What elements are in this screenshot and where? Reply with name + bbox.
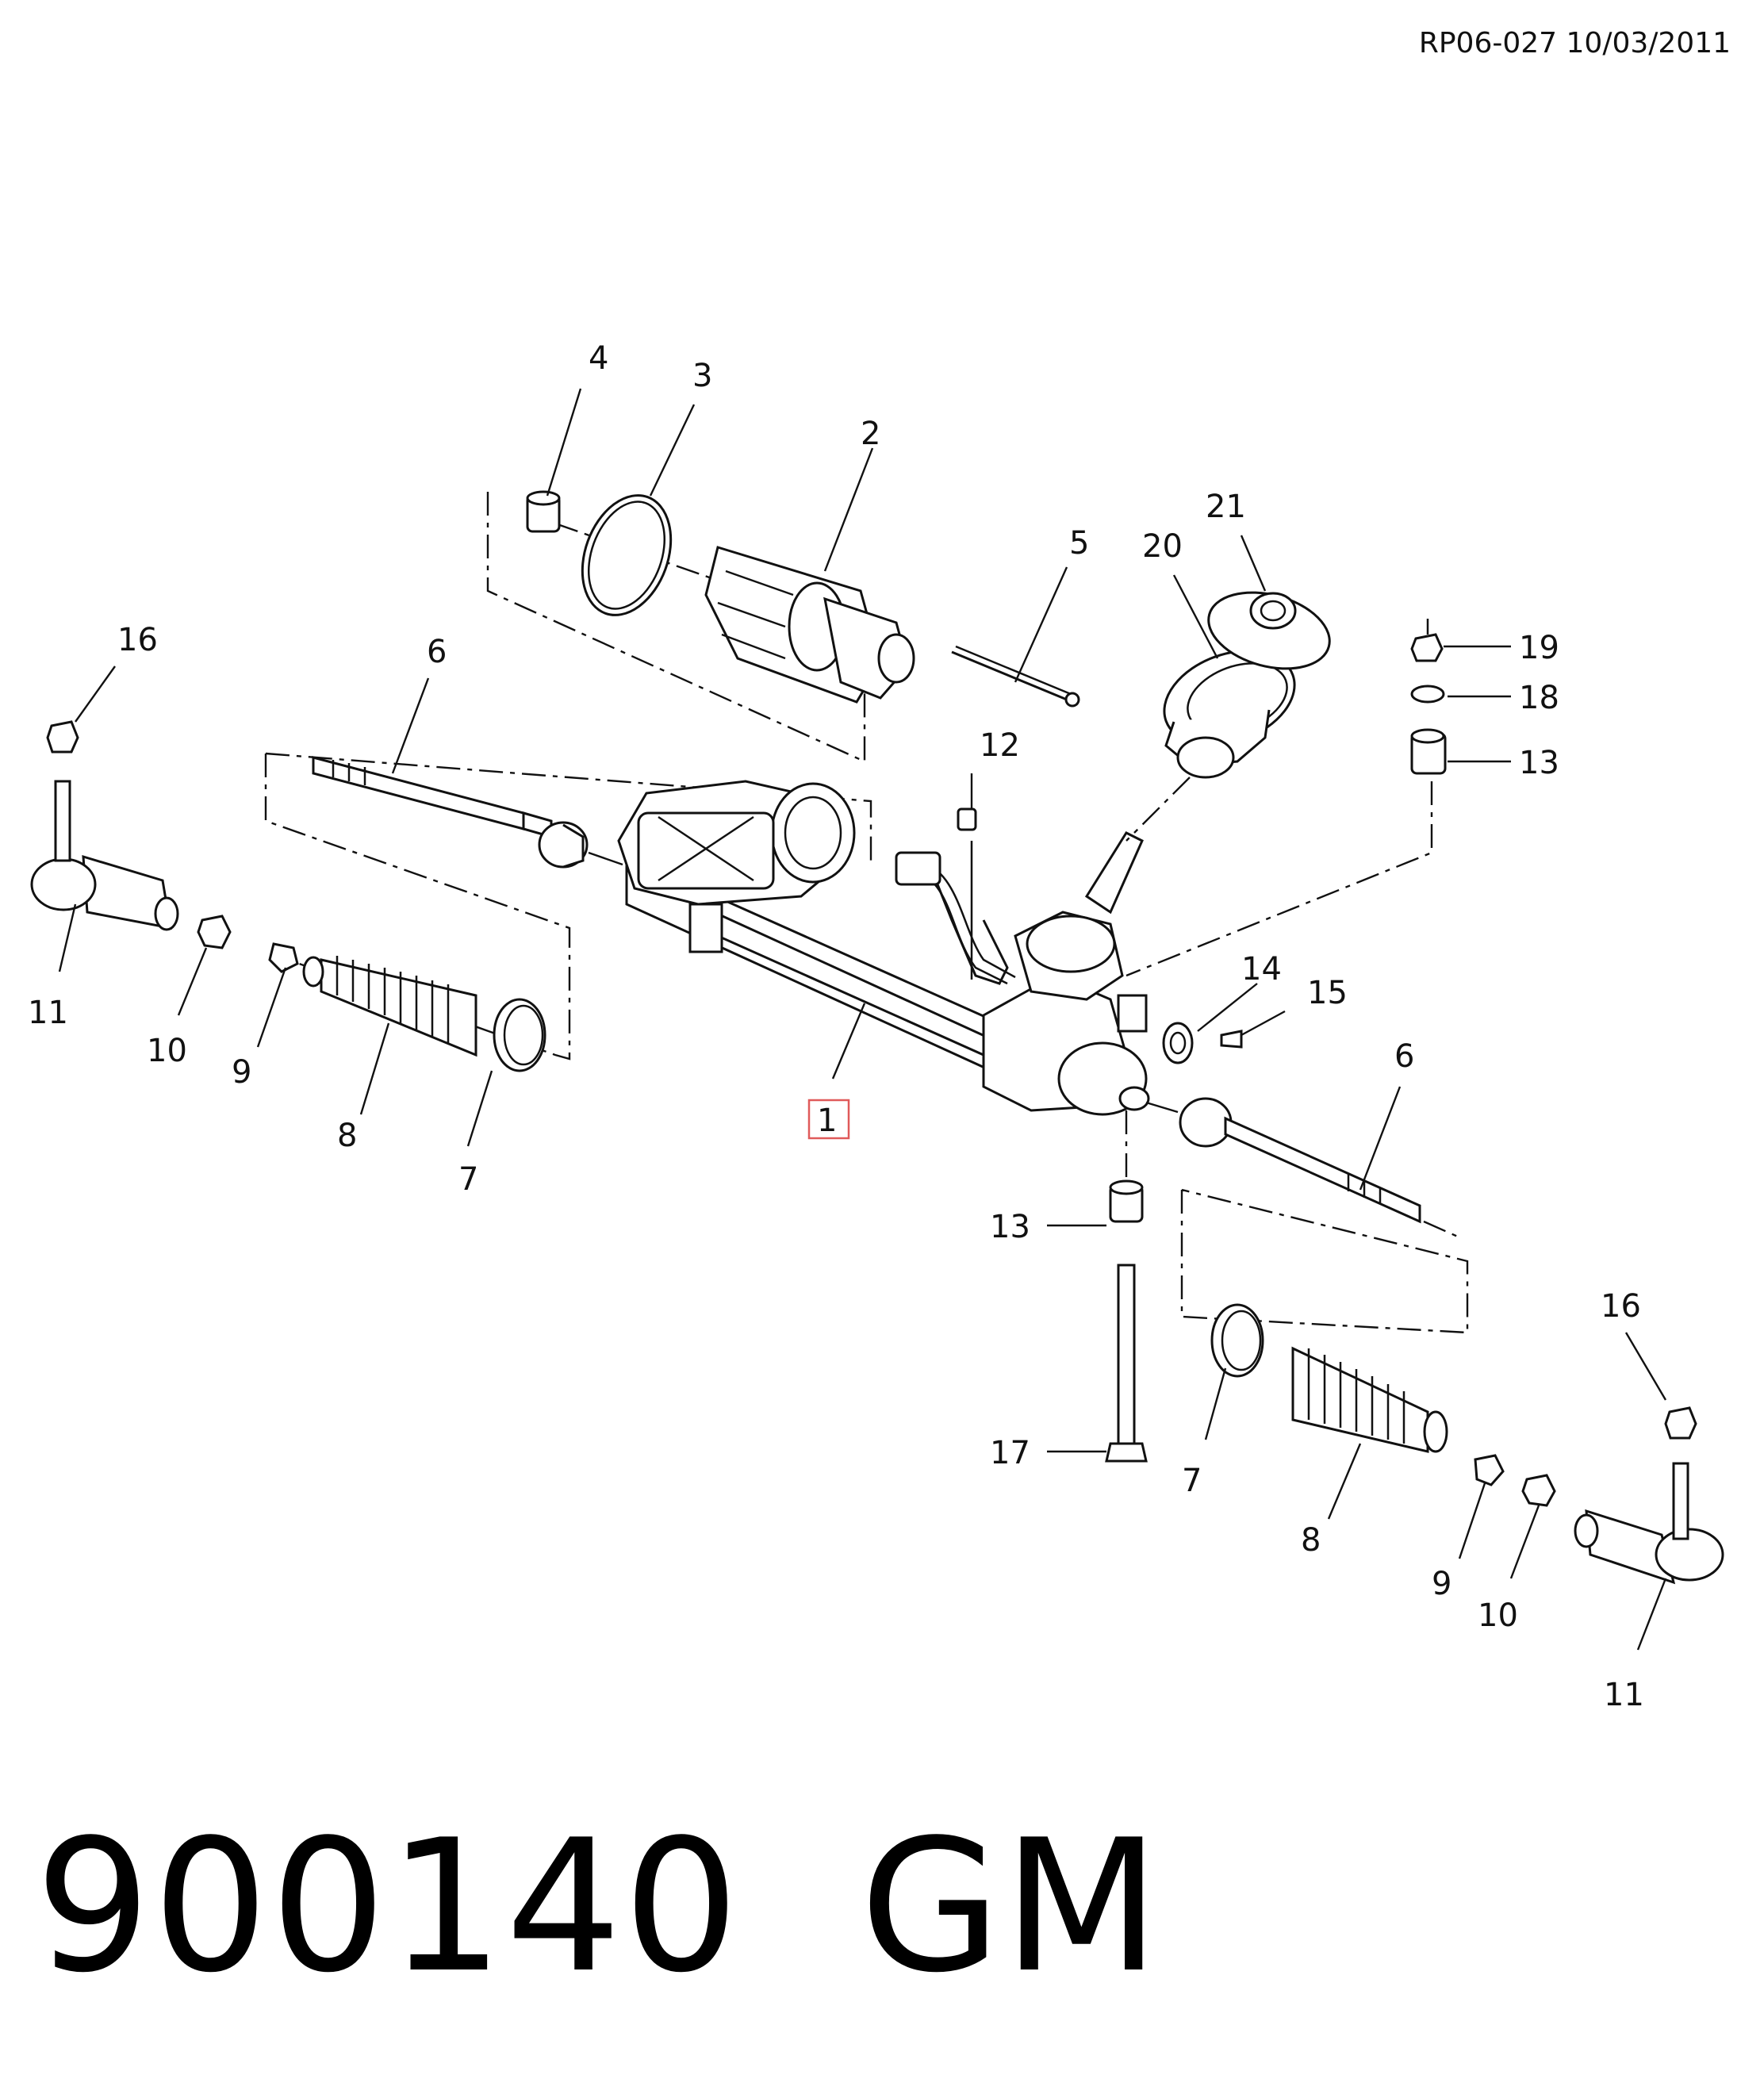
callout-1-highlight (807, 1099, 850, 1140)
boot-right (1291, 1346, 1448, 1453)
part-number: 900140 (35, 1801, 741, 2013)
motor-group-outline (486, 492, 866, 763)
callout-8-right: 8 (1301, 1522, 1321, 1559)
left-boot-group-outline (264, 754, 571, 1060)
callout-1: 1 (817, 1103, 837, 1139)
callout-3: 3 (692, 358, 712, 394)
bushing (526, 490, 561, 533)
nut-left (197, 915, 232, 949)
callout-6-left: 6 (427, 634, 447, 670)
clip-right (1474, 1454, 1505, 1486)
wire-harness (895, 841, 1016, 985)
lower-mount-bolt (1105, 1264, 1148, 1463)
mount-19-outline (1126, 781, 1433, 977)
callout-12: 12 (980, 727, 1020, 764)
callout-10-left: 10 (147, 1033, 187, 1069)
callout-10-right: 10 (1478, 1597, 1518, 1634)
callout-17: 17 (990, 1435, 1030, 1471)
lower-mount-bushing (1109, 1179, 1144, 1223)
upper-mount-bushing (1410, 728, 1447, 775)
connector (957, 807, 977, 831)
callout-8-left: 8 (337, 1118, 357, 1154)
callout-9-right: 9 (1432, 1566, 1451, 1602)
screw (1220, 1030, 1243, 1049)
callout-9-left: 9 (232, 1054, 251, 1091)
upper-mount-washer (1410, 685, 1445, 704)
callout-13-lower: 13 (990, 1209, 1030, 1245)
callout-5: 5 (1069, 525, 1089, 562)
brand: GM (860, 1801, 1162, 2013)
column-axis (1126, 777, 1191, 842)
inner-tie-rod-left (312, 756, 589, 869)
callout-16-right: 16 (1601, 1288, 1641, 1325)
tie-rod-nut-left (46, 720, 79, 754)
motor-mount-housing (617, 780, 856, 953)
callout-18: 18 (1519, 680, 1559, 716)
column-boot (1163, 650, 1296, 779)
outer-tie-rod-left (30, 780, 179, 931)
callout-7-right: 7 (1182, 1463, 1202, 1499)
leader-lines (58, 388, 1667, 1651)
left-tie-rod-group-outline (265, 752, 872, 861)
callout-21: 21 (1206, 489, 1246, 525)
nut-right (1521, 1474, 1556, 1507)
motor-bolt (951, 645, 1080, 708)
upper-mount-nut (1410, 633, 1444, 662)
o-ring (581, 494, 673, 616)
callout-15: 15 (1307, 975, 1348, 1011)
drawing-reference: RP06-027 10/03/2011 (1418, 27, 1731, 59)
boot-left (302, 956, 477, 1057)
column-seal (1207, 591, 1331, 670)
callout-4: 4 (589, 340, 608, 377)
callout-2: 2 (861, 416, 880, 452)
boot-clamp-right (1210, 1303, 1264, 1378)
inner-tie-rod-right (1179, 1097, 1421, 1224)
callout-6-right: 6 (1394, 1038, 1414, 1075)
callout-11-right: 11 (1604, 1677, 1644, 1713)
clip-left (268, 942, 299, 973)
callout-7-left: 7 (458, 1161, 478, 1198)
callout-19: 19 (1519, 630, 1559, 666)
callout-16-left: 16 (117, 622, 158, 658)
callout-11-left: 11 (28, 995, 68, 1031)
electric-motor (554, 522, 915, 704)
grommet (1162, 1022, 1194, 1064)
callout-13-upper: 13 (1519, 745, 1559, 781)
boot-clamp-left (493, 998, 546, 1072)
outer-tie-rod-right (1574, 1462, 1724, 1585)
callout-20: 20 (1142, 528, 1183, 565)
tie-rod-nut-right (1664, 1406, 1697, 1440)
rack-housing (625, 831, 1150, 1116)
callout-14: 14 (1241, 951, 1282, 988)
